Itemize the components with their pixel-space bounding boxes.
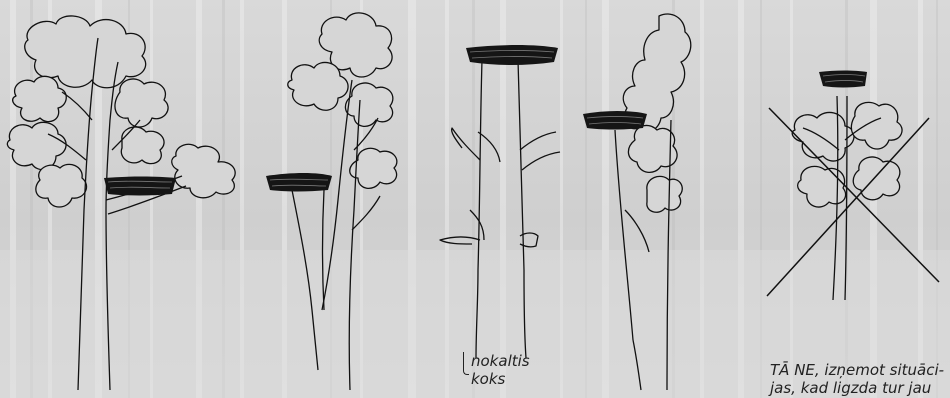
dead-tree-caption: nokaltis koks — [471, 352, 530, 388]
caption-line: nokaltis — [471, 352, 530, 370]
tree-fork-nest — [262, 0, 412, 398]
not-like-this-caption: TĀ NE, izņemot situāci- jas, kad ligzda … — [770, 361, 944, 397]
tree-crossed-out — [755, 0, 950, 398]
caption-line: koks — [471, 370, 530, 388]
tree-side-branch-nest — [0, 0, 270, 398]
caption-line: jas, kad ligzda tur jau — [770, 379, 944, 397]
dead-tree-caption-bracket — [463, 352, 469, 375]
tree-tall-crown-nest — [575, 0, 715, 398]
caption-line: TĀ NE, izņemot situāci- — [770, 361, 944, 379]
dead-tree-top-nest — [420, 0, 570, 398]
